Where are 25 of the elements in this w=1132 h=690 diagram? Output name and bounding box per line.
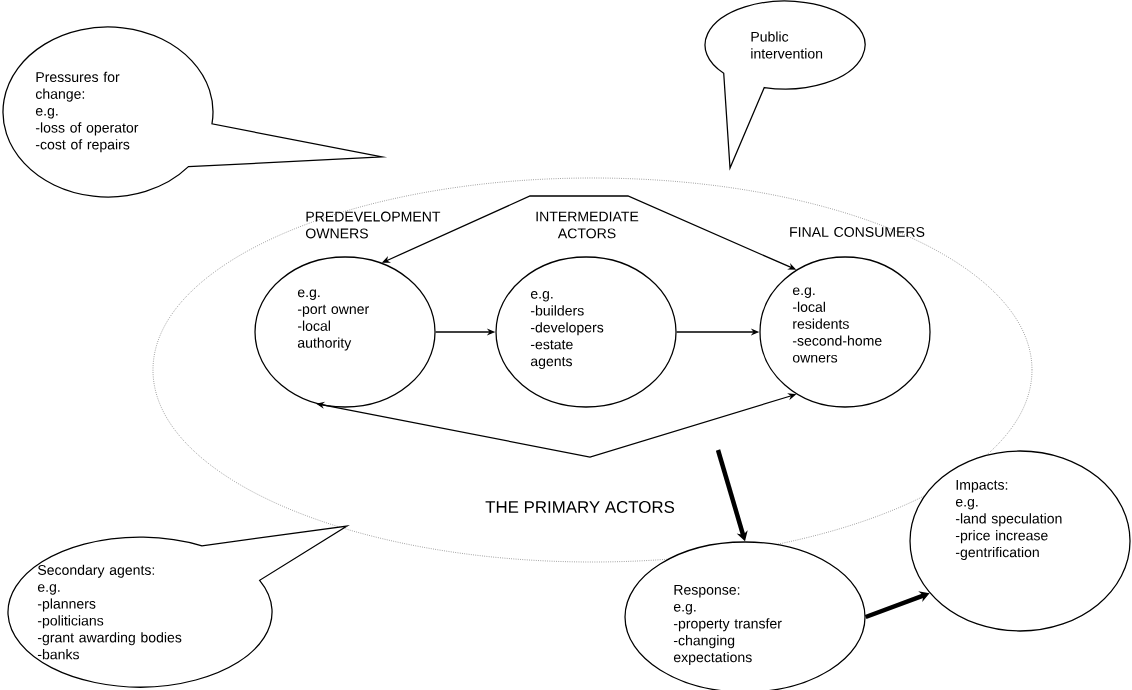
node-label: -planners (37, 598, 96, 612)
node-label: -builders (530, 305, 584, 316)
node-label: e.g. (530, 291, 553, 302)
speech-bubble: Secondary agents: e.g. -planners -politicians -grant awarding bodies -banks (7, 525, 348, 688)
node-label: Impacts: (956, 479, 1008, 493)
group-heading: FINAL CONSUMERS (790, 227, 925, 237)
node-label: Response: (674, 584, 740, 598)
node-label: e.g. (955, 498, 978, 510)
group-heading: INTERMEDIATE ACTORS (536, 211, 639, 239)
node-label: -price increase (955, 530, 1048, 544)
group-label: THE PRIMARY ACTORS (485, 501, 675, 513)
node-label: -grant awarding bodies (37, 632, 182, 646)
node-label: -land speculation (955, 513, 1062, 527)
speech-bubble: Public intervention (704, 0, 866, 169)
node-label: e.g. (673, 603, 696, 615)
node-label: e.g. (37, 584, 60, 595)
node-label: -politicians (37, 615, 104, 629)
node-label: -developers (530, 322, 604, 336)
node-label: -estate agents (530, 340, 573, 369)
node-label: -changing expectations (673, 635, 752, 666)
node-label: Secondary agents: (37, 564, 155, 578)
node-label: -banks (37, 649, 80, 660)
node-label: -property transfer (673, 618, 782, 632)
group-heading: PREDEVELOPMENT OWNERS (306, 211, 441, 239)
node-label: -gentrification (955, 546, 1039, 561)
